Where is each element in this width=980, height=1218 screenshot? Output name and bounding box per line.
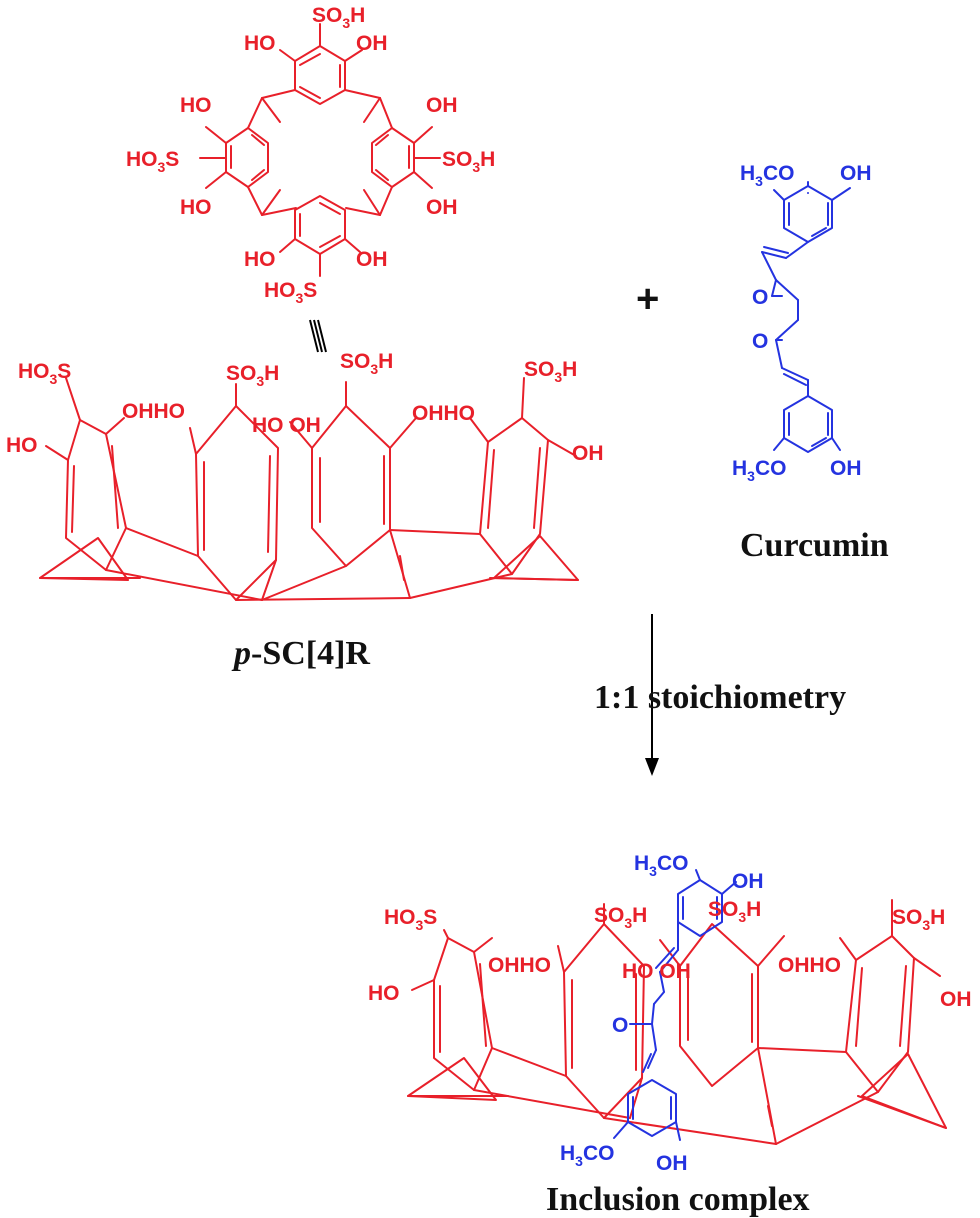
label-so3h-complex-3: SO3H: [708, 898, 761, 925]
label-ohho-complex-1: OHHO: [488, 954, 551, 977]
label-oh-curcumin-bottom: OH: [830, 457, 862, 480]
arrow-condition: 1:1 stoichiometry: [594, 679, 846, 716]
host-cone-structure: [39, 377, 579, 601]
label-so3h-complex-2: SO3H: [594, 904, 647, 931]
label-h3co-complex-top: H3CO: [634, 852, 688, 879]
label-oh-right-upper: OH: [426, 94, 458, 117]
label-hooh-cone-2: HO OH: [252, 414, 321, 437]
label-hooh-complex: HO OH: [622, 960, 691, 983]
complex-host-labels: HO3S HO OHHO SO3H HO OH SO3H OHHO SO3H O…: [368, 898, 972, 1011]
label-ho3s-bottom: HO3S: [264, 279, 317, 306]
label-carbonyl-o-1: O: [752, 286, 768, 309]
complex-host-structure: [407, 899, 947, 1145]
label-ho3s-cone-1: HO3S: [18, 360, 71, 387]
reaction-arrow: [645, 614, 659, 776]
curcumin-structure: [761, 181, 851, 453]
label-h3co-bottom: H3CO: [732, 457, 786, 484]
label-carbonyl-complex: O: [612, 1014, 628, 1037]
label-ho-bottom-left: HO: [244, 248, 276, 271]
complex-guest-structure: [613, 869, 737, 1141]
host-flat-labels: SO3H HO OH HO OH HO3S SO3H HO OH HO OH H…: [126, 4, 495, 306]
label-ho-complex-1: HO: [368, 982, 400, 1005]
host-caption: p-SC[4]R: [231, 635, 370, 672]
host-flat-structure: [199, 23, 441, 277]
host-cone-labels: HO3S HO OHHO SO3H HO OH SO3H OHHO SO3H O…: [6, 350, 604, 465]
label-oh-complex-guest-bottom: OH: [656, 1152, 688, 1175]
equivalence-symbol: [309, 319, 327, 353]
label-ho-top-left: HO: [244, 32, 276, 55]
label-oh-cone-4: OH: [572, 442, 604, 465]
label-ho3s-left: HO3S: [126, 148, 179, 175]
label-h3co-top: H3CO: [740, 162, 794, 189]
label-so3h-right: SO3H: [442, 148, 495, 175]
label-ohho-cone-1: OHHO: [122, 400, 185, 423]
label-ho3s-complex-1: HO3S: [384, 906, 437, 933]
label-oh-complex-guest-top: OH: [732, 870, 764, 893]
label-so3h-top: SO3H: [312, 4, 365, 31]
curcumin-labels: H3CO OH O O H3CO OH: [732, 162, 872, 484]
label-so3h-cone-3: SO3H: [340, 350, 393, 377]
label-so3h-complex-4: SO3H: [892, 906, 945, 933]
complex-guest-labels: H3CO OH O H3CO OH: [560, 852, 764, 1175]
label-ho-left-lower: HO: [180, 196, 212, 219]
label-oh-complex-4: OH: [940, 988, 972, 1011]
label-oh-bottom-right: OH: [356, 248, 388, 271]
label-ohho-cone-3: OHHO: [412, 402, 475, 425]
label-so3h-cone-4: SO3H: [524, 358, 577, 385]
label-h3co-complex-bottom: H3CO: [560, 1142, 614, 1169]
curcumin-caption: Curcumin: [740, 527, 889, 564]
label-ho-left-upper: HO: [180, 94, 212, 117]
label-ohho-complex-3: OHHO: [778, 954, 841, 977]
label-ho-cone-1: HO: [6, 434, 38, 457]
label-oh-top-right: OH: [356, 32, 388, 55]
label-oh-right-lower: OH: [426, 196, 458, 219]
label-carbonyl-o-2: O: [752, 330, 768, 353]
label-oh-curcumin-top: OH: [840, 162, 872, 185]
plus-sign: +: [636, 277, 659, 321]
label-so3h-cone-2: SO3H: [226, 362, 279, 389]
product-caption: Inclusion complex: [546, 1181, 810, 1218]
